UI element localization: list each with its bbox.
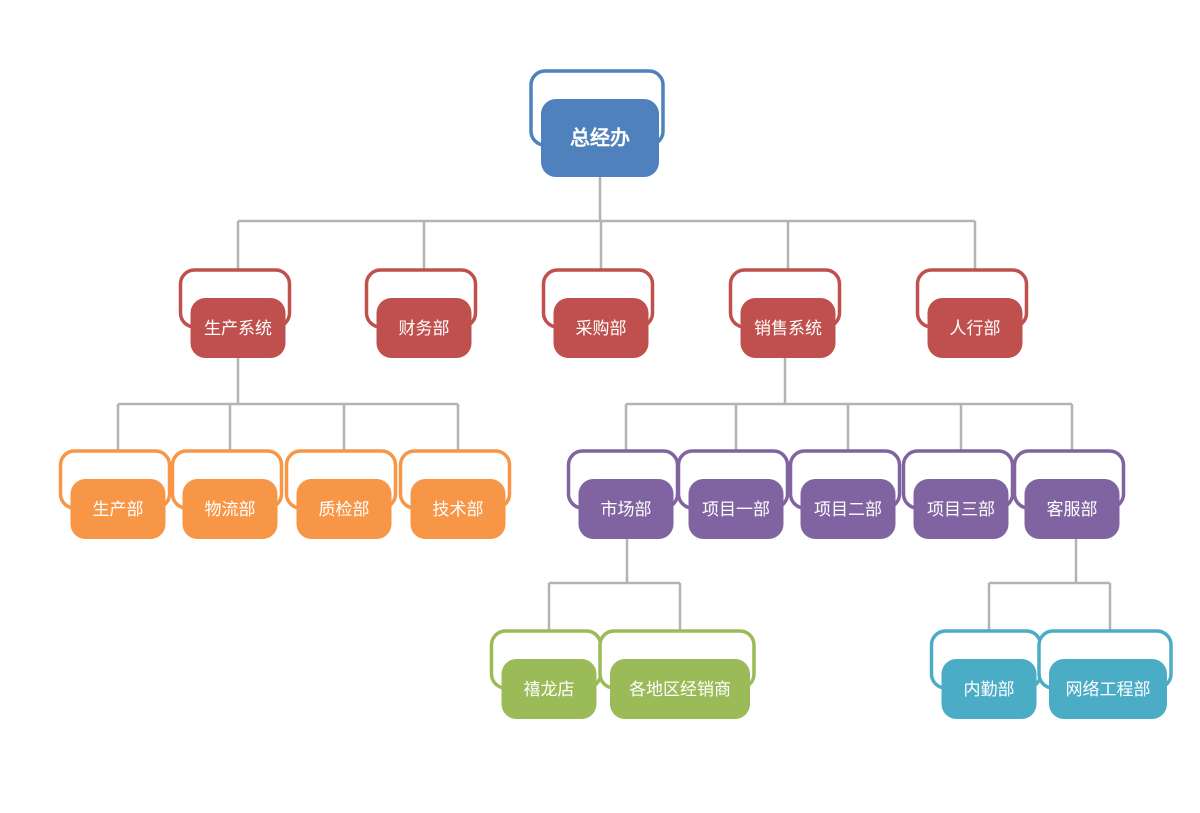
org-node: 采购部 (541, 268, 655, 358)
org-node: 项目二部 (788, 449, 902, 539)
org-node: 内勤部 (929, 629, 1043, 719)
node-label: 人行部 (950, 319, 1001, 339)
node-label: 质检部 (319, 500, 370, 520)
node-label: 项目一部 (702, 500, 770, 520)
node-label: 禧龙店 (524, 680, 575, 700)
node-box (913, 479, 1009, 539)
node-box (800, 479, 896, 539)
org-node: 禧龙店 (489, 629, 603, 719)
node-label: 项目二部 (814, 500, 882, 520)
node-label: 技术部 (433, 500, 484, 520)
node-label: 生产部 (93, 500, 144, 520)
org-node: 生产部 (58, 449, 172, 539)
node-box (610, 659, 750, 719)
org-node: 销售系统 (728, 268, 842, 358)
node-label: 项目三部 (927, 500, 995, 520)
node-box (688, 479, 784, 539)
org-node: 总经办 (529, 69, 665, 177)
org-node: 物流部 (170, 449, 284, 539)
node-label: 财务部 (399, 319, 450, 339)
org-node: 财务部 (364, 268, 478, 358)
node-box (553, 298, 649, 358)
node-box (1024, 479, 1120, 539)
org-node: 技术部 (398, 449, 512, 539)
node-label: 市场部 (601, 500, 652, 520)
node-label: 内勤部 (964, 680, 1015, 700)
node-label: 销售系统 (754, 319, 822, 339)
org-node: 网络工程部 (1037, 629, 1173, 719)
org-node: 人行部 (915, 268, 1029, 358)
org-node: 质检部 (284, 449, 398, 539)
node-box (296, 479, 392, 539)
node-box (190, 298, 286, 358)
org-node: 项目三部 (901, 449, 1015, 539)
node-label: 物流部 (205, 500, 256, 520)
org-node: 客服部 (1012, 449, 1126, 539)
org-node: 生产系统 (178, 268, 292, 358)
node-box (410, 479, 506, 539)
node-label: 采购部 (576, 319, 627, 339)
node-box (541, 99, 659, 177)
node-box (1049, 659, 1167, 719)
node-box (70, 479, 166, 539)
node-box (182, 479, 278, 539)
node-label: 生产系统 (204, 319, 272, 339)
connector-lines (116, 177, 1112, 634)
node-box (740, 298, 836, 358)
node-box (376, 298, 472, 358)
node-label: 客服部 (1047, 500, 1098, 520)
org-node: 各地区经销商 (598, 629, 756, 719)
node-label: 各地区经销商 (629, 680, 731, 700)
node-label: 总经办 (570, 126, 630, 150)
node-box (941, 659, 1037, 719)
org-node: 市场部 (566, 449, 680, 539)
node-box (501, 659, 597, 719)
node-box (927, 298, 1023, 358)
node-box (578, 479, 674, 539)
org-node: 项目一部 (676, 449, 790, 539)
node-label: 网络工程部 (1066, 680, 1151, 700)
